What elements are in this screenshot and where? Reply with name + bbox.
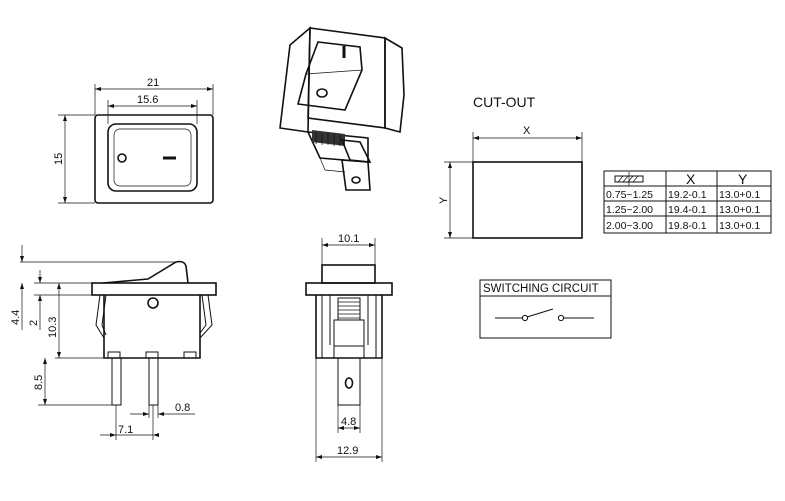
table-cell: 1.25~2.00 bbox=[606, 204, 653, 216]
dim-tab: 4.8 bbox=[341, 416, 356, 428]
dim-rocker-width: 15.6 bbox=[137, 94, 158, 106]
switching-circuit-title: SWITCHING CIRCUIT bbox=[483, 283, 599, 295]
table-cell: 13.0+0.1 bbox=[719, 220, 760, 232]
table-cell: 19.2-0.1 bbox=[668, 189, 707, 201]
table-cell: 19.4-0.1 bbox=[668, 204, 707, 216]
dim-a: 4.4 bbox=[10, 310, 22, 325]
table-cell: 2.00~3.00 bbox=[606, 220, 653, 232]
table-cell: 19.8-0.1 bbox=[668, 220, 707, 232]
front-view: 21 15.6 15 bbox=[53, 77, 214, 204]
table-header-y: Y bbox=[738, 171, 748, 187]
table-header-x: X bbox=[686, 171, 696, 187]
switching-circuit: SWITCHING CIRCUIT bbox=[479, 279, 612, 339]
end-view: 10.1 4.8 12.9 bbox=[305, 233, 393, 462]
table-cell: 13.0+0.1 bbox=[719, 189, 760, 201]
table-cell: 13.0+0.1 bbox=[719, 204, 760, 216]
dim-pitch: 7.1 bbox=[118, 424, 133, 436]
dim-top: 10.1 bbox=[338, 233, 359, 245]
dim-bottom: 12.9 bbox=[337, 445, 358, 457]
side-view: 4.4 2 10.3 8.5 bbox=[10, 245, 217, 440]
cutout-title: CUT-OUT bbox=[473, 94, 536, 110]
cutout-x-label: X bbox=[523, 125, 531, 137]
cutout-y-label: Y bbox=[438, 196, 450, 204]
dim-height: 15 bbox=[53, 153, 65, 165]
dim-c: 10.3 bbox=[47, 317, 59, 338]
dim-pin: 0.8 bbox=[175, 402, 190, 414]
cutout-table: X Y 0.75~1.25 19.2-0.1 13.0+0.1 1.25~2.0… bbox=[603, 170, 772, 234]
dim-width: 21 bbox=[147, 77, 159, 89]
table-cell: 0.75~1.25 bbox=[606, 189, 653, 201]
dim-d: 8.5 bbox=[33, 375, 45, 390]
dim-b: 2 bbox=[28, 320, 40, 326]
isometric-view bbox=[279, 26, 405, 191]
off-symbol-icon bbox=[117, 153, 127, 163]
cutout-view: CUT-OUT X Y bbox=[438, 94, 583, 239]
panel-thickness-icon bbox=[614, 172, 644, 186]
